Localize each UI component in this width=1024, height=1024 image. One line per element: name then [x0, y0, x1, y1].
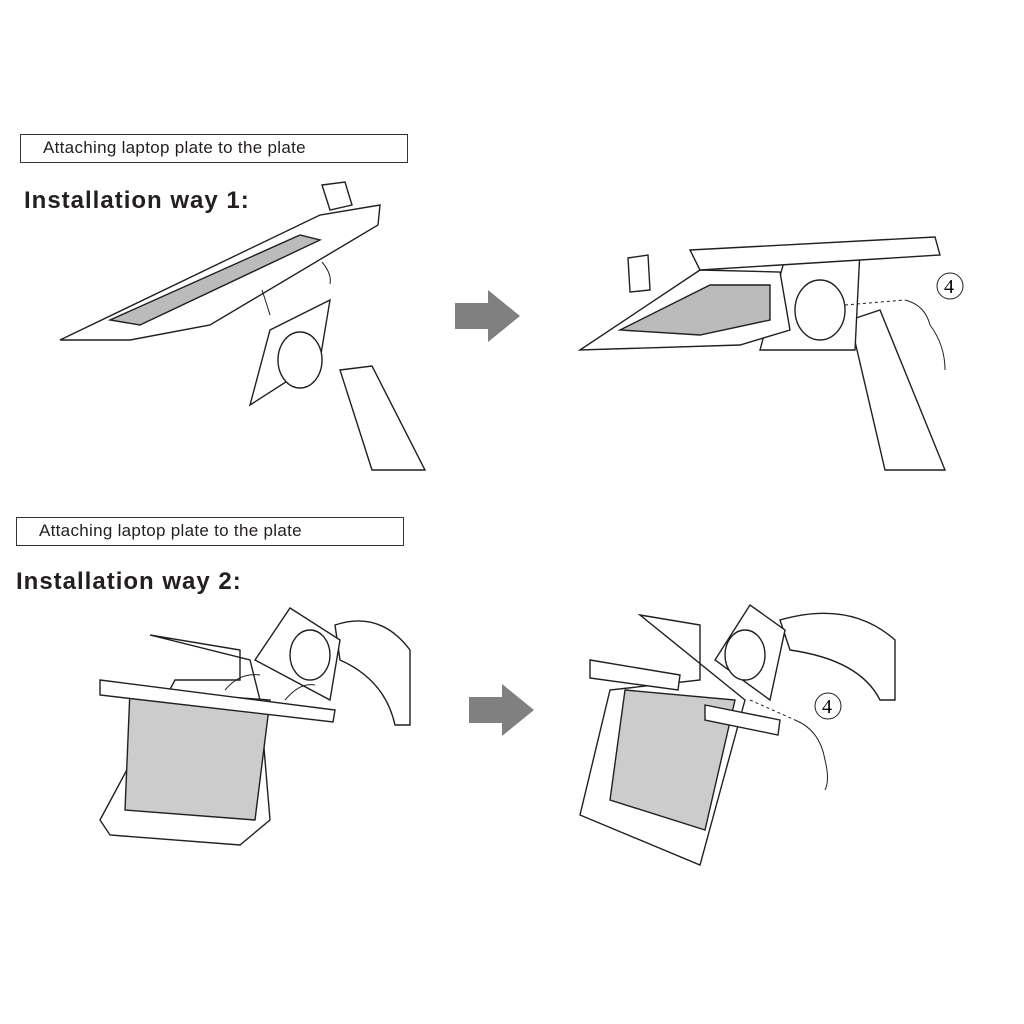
way2-callout-number: 4	[822, 696, 832, 718]
section1-heading: Installation way 1:	[24, 187, 250, 214]
way2-after-illustration: 4	[579, 604, 896, 866]
section2-caption-box: Attaching laptop plate to the plate	[16, 517, 404, 546]
section1-caption-box: Attaching laptop plate to the plate	[20, 134, 408, 163]
section2-heading: Installation way 2:	[16, 568, 242, 595]
section2-caption: Attaching laptop plate to the plate	[39, 521, 302, 540]
way1-callout-number: 4	[944, 276, 954, 298]
way1-after-illustration: 4	[577, 236, 964, 471]
way1-before-illustration	[59, 181, 427, 471]
section1-caption: Attaching laptop plate to the plate	[43, 138, 306, 157]
way2-direction-arrow	[469, 684, 534, 736]
way1-direction-arrow	[455, 290, 520, 342]
way2-before-illustration	[99, 607, 411, 846]
